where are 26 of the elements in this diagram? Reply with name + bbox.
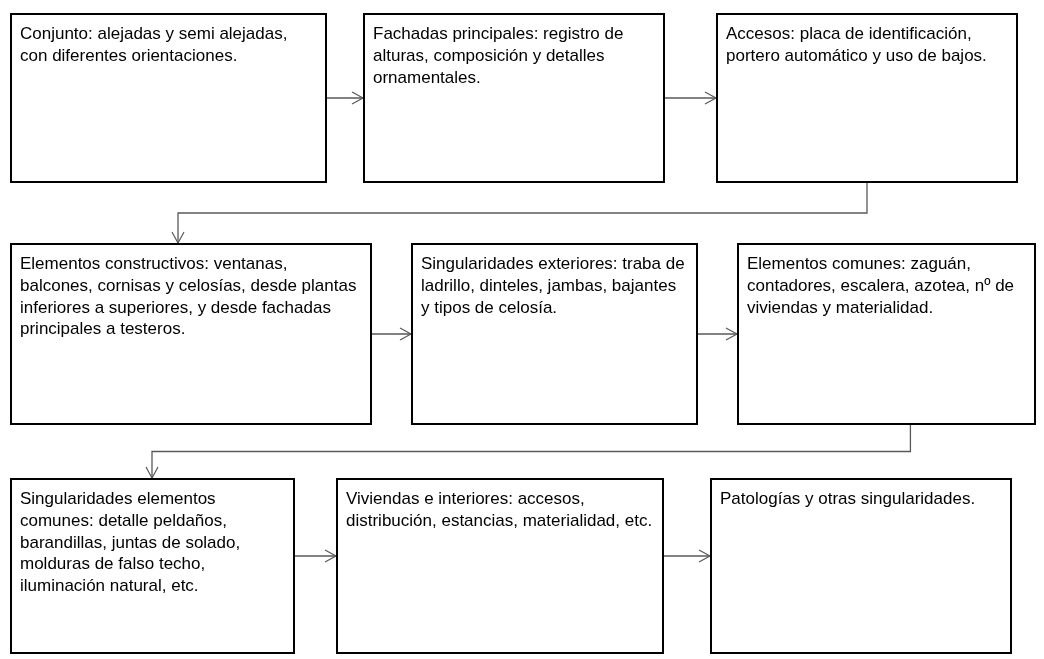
process-box bbox=[336, 478, 664, 654]
box-text: Elementos constructivos: ventanas, balcones, cornisas y celosías, desde plantas inferiores a superiores, y desde fachadas principales a testeros. bbox=[20, 253, 358, 340]
process-box bbox=[10, 243, 372, 425]
arrow bbox=[697, 327, 738, 341]
arrow bbox=[326, 91, 364, 105]
process-box bbox=[10, 478, 295, 654]
box-text: Elementos comunes: zaguán, contadores, escalera, azotea, nº de viviendas y materialidad. bbox=[747, 253, 1016, 319]
arrow bbox=[171, 182, 868, 244]
arrow bbox=[663, 549, 711, 563]
box-text: Conjunto: alejadas y semi alejadas, con diferentes orientaciones. bbox=[20, 23, 289, 67]
box-text: Accesos: placa de identificación, portero automático y uso de bajos. bbox=[726, 23, 988, 67]
arrow bbox=[294, 549, 337, 563]
box-text: Patologías y otras singularidades. bbox=[720, 488, 977, 510]
process-box bbox=[10, 13, 327, 183]
process-box bbox=[737, 243, 1036, 425]
arrow bbox=[145, 424, 912, 479]
process-box bbox=[363, 13, 665, 183]
process-box bbox=[411, 243, 698, 425]
box-text: Singularidades elementos comunes: detalle peldaños, barandillas, juntas de solado, molduras de falso techo, iluminación natural, etc. bbox=[20, 488, 242, 597]
arrow bbox=[371, 327, 412, 341]
box-text: Viviendas e interiores: accesos, distribución, estancias, materialidad, etc. bbox=[346, 488, 654, 532]
process-box bbox=[716, 13, 1018, 183]
arrow bbox=[664, 91, 717, 105]
box-text: Fachadas principales: registro de alturas, composición y detalles ornamentales. bbox=[373, 23, 625, 89]
box-text: Singularidades exteriores: traba de ladrillo, dinteles, jambas, bajantes y tipos de celosía. bbox=[421, 253, 686, 319]
process-box bbox=[710, 478, 1012, 654]
